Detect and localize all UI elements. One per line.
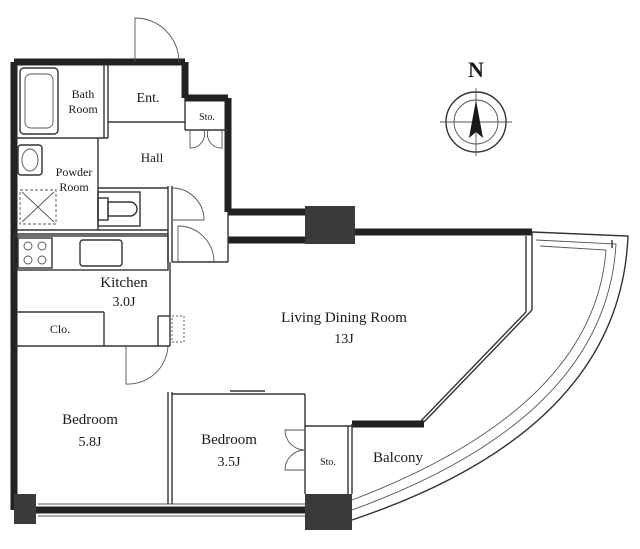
living-dining-size: 13J xyxy=(334,332,354,347)
bedroom-large-label: Bedroom xyxy=(62,412,118,428)
entrance-label: Ent. xyxy=(137,91,160,106)
kitchen-size: 3.0J xyxy=(113,295,137,310)
compass: N xyxy=(440,57,512,156)
stove xyxy=(17,237,53,269)
powder-room-label-line1: Powder xyxy=(56,165,93,179)
bath-room-label-line1: Bath xyxy=(72,87,95,101)
kitchen-counter xyxy=(13,235,169,271)
kitchen-label: Kitchen xyxy=(100,275,148,291)
washbasin xyxy=(17,144,43,176)
fixtures xyxy=(13,67,169,271)
powder-room-label-line2: Room xyxy=(59,180,89,194)
bedroom-large-size: 5.8J xyxy=(79,435,103,450)
hall-label: Hall xyxy=(141,150,164,165)
bath-room-label-line2: Room xyxy=(68,102,98,116)
closet-label: Clo. xyxy=(50,322,70,336)
bedroom-small-size: 3.5J xyxy=(218,455,242,470)
hall-storage-label: Sto. xyxy=(199,112,215,123)
outer-walls xyxy=(10,58,533,517)
compass-needle-icon xyxy=(469,100,483,138)
bathtub xyxy=(19,67,59,135)
toilet xyxy=(97,191,141,227)
compass-north-label: N xyxy=(468,57,484,82)
washer-pan xyxy=(19,189,57,225)
pillars xyxy=(14,206,355,530)
doors xyxy=(125,17,306,471)
balcony-label: Balcony xyxy=(373,450,423,466)
bedroom-small-label: Bedroom xyxy=(201,432,257,448)
living-dining-label: Living Dining Room xyxy=(281,310,407,326)
interior-walls xyxy=(14,62,353,504)
balcony xyxy=(351,231,629,521)
kitchen-sink xyxy=(79,239,123,267)
room-labels: Bath Room Ent. Sto. Hall Powder Room Kit… xyxy=(50,87,424,470)
bedroom-storage-label: Sto. xyxy=(320,457,336,468)
